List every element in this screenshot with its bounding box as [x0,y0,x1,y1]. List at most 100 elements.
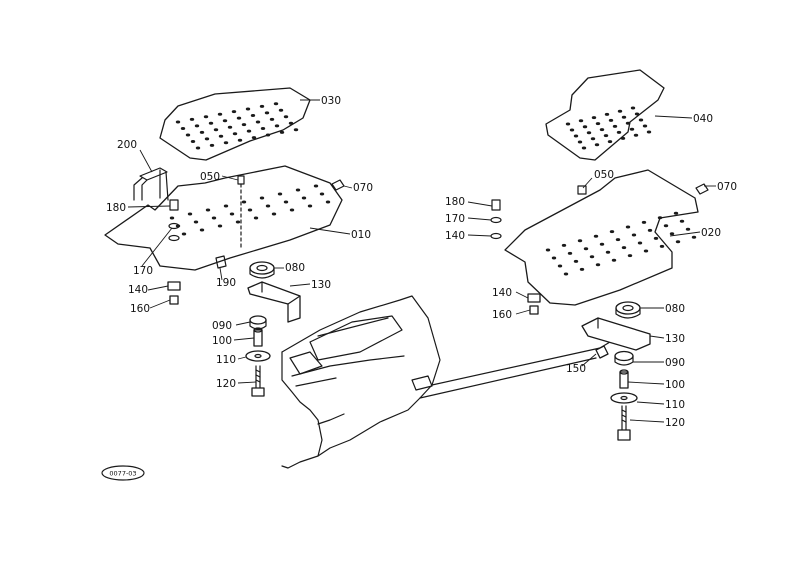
plate-hole [625,121,631,125]
plate-hole [175,120,181,124]
plate-hole [194,124,200,128]
plate-hole [620,136,626,140]
plate-hole [611,258,617,262]
label-120-right: 120 [665,417,685,429]
plate-hole [573,134,579,138]
plate-hole [608,118,614,122]
plate-hole [250,114,256,117]
plate-hole [274,124,280,128]
label-070-right: 070 [717,181,737,193]
plate-hole [217,112,223,116]
plate-hole [627,254,633,258]
plate-hole [245,107,251,111]
label-200: 200 [117,139,137,151]
left-step-mat [159,87,311,161]
plate-hole [607,140,613,144]
label-140-right-lower: 140 [492,287,512,299]
label-100-right: 100 [665,379,685,391]
plate-hole [641,220,647,224]
plate-hole [551,256,557,260]
plate-hole [605,250,611,254]
plate-hole [235,220,241,224]
plate-hole [189,117,195,121]
plate-hole [557,264,563,268]
plate-hole [213,128,219,132]
plate-hole [288,121,294,125]
label-070-left: 070 [353,182,373,194]
plate-hole [307,204,313,208]
label-090-right: 090 [665,357,685,369]
plate-hole [260,127,266,130]
plate-hole [187,212,193,216]
label-050-left: 050 [200,171,220,183]
plate-hole [211,216,217,220]
plate-hole [590,137,596,141]
plate-hole [642,124,648,128]
plate-hole [278,108,284,112]
plate-hole [669,232,675,236]
plate-hole [222,119,228,123]
plate-hole [209,143,215,147]
part-labels: 030 040 200 050 070 180 010 170 190 140 … [106,95,737,429]
plate-hole [289,208,295,212]
label-010: 010 [351,229,371,241]
plate-hole [583,247,589,251]
plate-hole [259,104,265,108]
plate-hole [199,130,205,134]
plate-hole [205,208,211,212]
leader-lines [127,99,716,423]
plate-hole [634,112,640,116]
label-170-right: 170 [445,213,465,225]
plate-hole [545,248,551,252]
plate-hole [223,204,229,208]
plate-hole [195,146,201,150]
plate-hole [319,192,325,196]
plate-hole [283,200,289,204]
plate-hole [229,212,235,216]
label-110-left: 110 [216,354,236,366]
plate-hole [217,224,223,228]
label-180-right: 180 [445,196,465,208]
plate-hole [293,128,299,132]
label-100-left: 100 [212,335,232,347]
plate-hole [569,128,575,132]
label-090-left: 090 [212,320,232,332]
plate-hole [269,117,275,121]
plate-hole [563,272,569,276]
figure-code-badge: 0077-03 [101,465,145,481]
plate-hole [663,224,669,228]
plate-hole [589,255,595,259]
plate-hole [247,208,253,212]
plate-hole [631,233,637,237]
label-080-left: 080 [285,262,305,274]
label-150: 150 [566,363,586,375]
plate-hole [621,115,627,119]
label-180-left: 180 [106,202,126,214]
plate-hole [625,225,631,229]
plate-hole [253,216,259,220]
plate-hole [325,200,331,204]
label-020: 020 [701,227,721,239]
plate-hole [615,238,621,242]
label-190: 190 [216,277,236,289]
label-170-left: 170 [133,265,153,277]
plate-hole [295,188,301,192]
plate-hole [647,228,653,232]
plate-hole [599,128,605,132]
plate-hole [594,143,600,147]
plate-hole [630,106,636,110]
grab-handle [133,167,169,201]
plate-hole [577,140,583,144]
plate-hole [277,192,283,196]
plate-hole [232,132,238,136]
plate-hole [218,134,224,138]
plate-hole [591,116,597,120]
plate-hole [279,130,285,134]
plate-hole [264,111,270,115]
plate-hole [653,236,659,240]
label-130-right: 130 [665,333,685,345]
right-step-mat [545,69,665,161]
plate-hole [638,118,644,122]
plate-hole [675,240,681,244]
